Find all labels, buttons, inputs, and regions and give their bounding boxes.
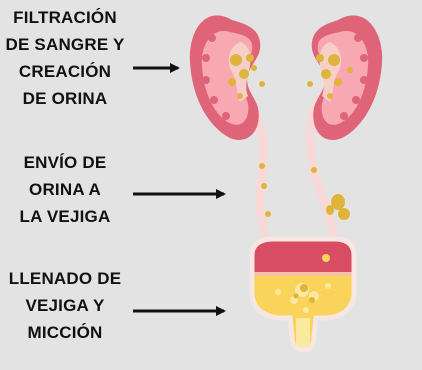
kidney-icon — [307, 15, 383, 140]
step-label-line: ENVÍO DE — [23, 153, 107, 172]
step-label-micturition: LLENADO DE VEJIGA Y MICCIÓN — [0, 265, 130, 346]
step-label-line: DE ORINA — [22, 89, 108, 108]
urine-droplets — [259, 163, 350, 220]
step-label-line: FILTRACIÓN — [13, 8, 117, 27]
step-label-line: LA VEJIGA — [19, 207, 111, 226]
step-label-line: MICCIÓN — [27, 323, 103, 342]
step-label-line: LLENADO DE — [8, 269, 122, 288]
step-label-filtration: FILTRACIÓN DE SANGRE Y CREACIÓN DE ORINA — [0, 4, 130, 112]
step-label-transport: ENVÍO DE ORINA A LA VEJIGA — [0, 149, 130, 230]
bladder-icon — [249, 236, 357, 353]
step-label-line: ORINA A — [29, 180, 101, 199]
step-label-line: DE SANGRE Y — [5, 35, 125, 54]
step-label-line: VEJIGA Y — [25, 296, 105, 315]
step-label-line: CREACIÓN — [18, 62, 112, 81]
kidney-icon — [189, 15, 265, 140]
